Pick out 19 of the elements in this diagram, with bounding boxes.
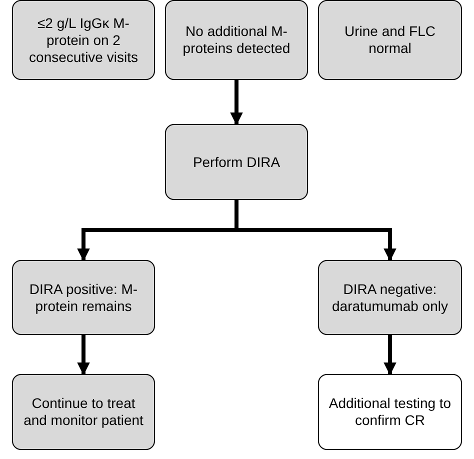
process-box (318, 260, 462, 335)
process-box (318, 374, 462, 450)
process-box (12, 0, 155, 80)
box-text: Perform DIRA (192, 154, 282, 170)
arrow (230, 80, 243, 126)
process-box (318, 0, 462, 80)
process-box (165, 124, 308, 200)
process-box (165, 0, 308, 80)
box-text: DIRA negative: daratumumab only (331, 280, 449, 314)
box-text: ≤2 g/L IgGκ M-protein on 2 consecutive visits (28, 14, 139, 66)
box-text: No additional M-proteins detected (182, 23, 292, 57)
box-text: DIRA positive: M-protein remains (28, 280, 139, 314)
box-text: Urine and FLC normal (343, 23, 437, 57)
arrow (384, 335, 396, 376)
process-box (12, 260, 155, 335)
process-box (12, 374, 155, 450)
arrow (77, 335, 90, 376)
box-text: Continue to treat and monitor patient (22, 395, 144, 429)
box-text: Additional testing to confirm CR (328, 395, 452, 429)
